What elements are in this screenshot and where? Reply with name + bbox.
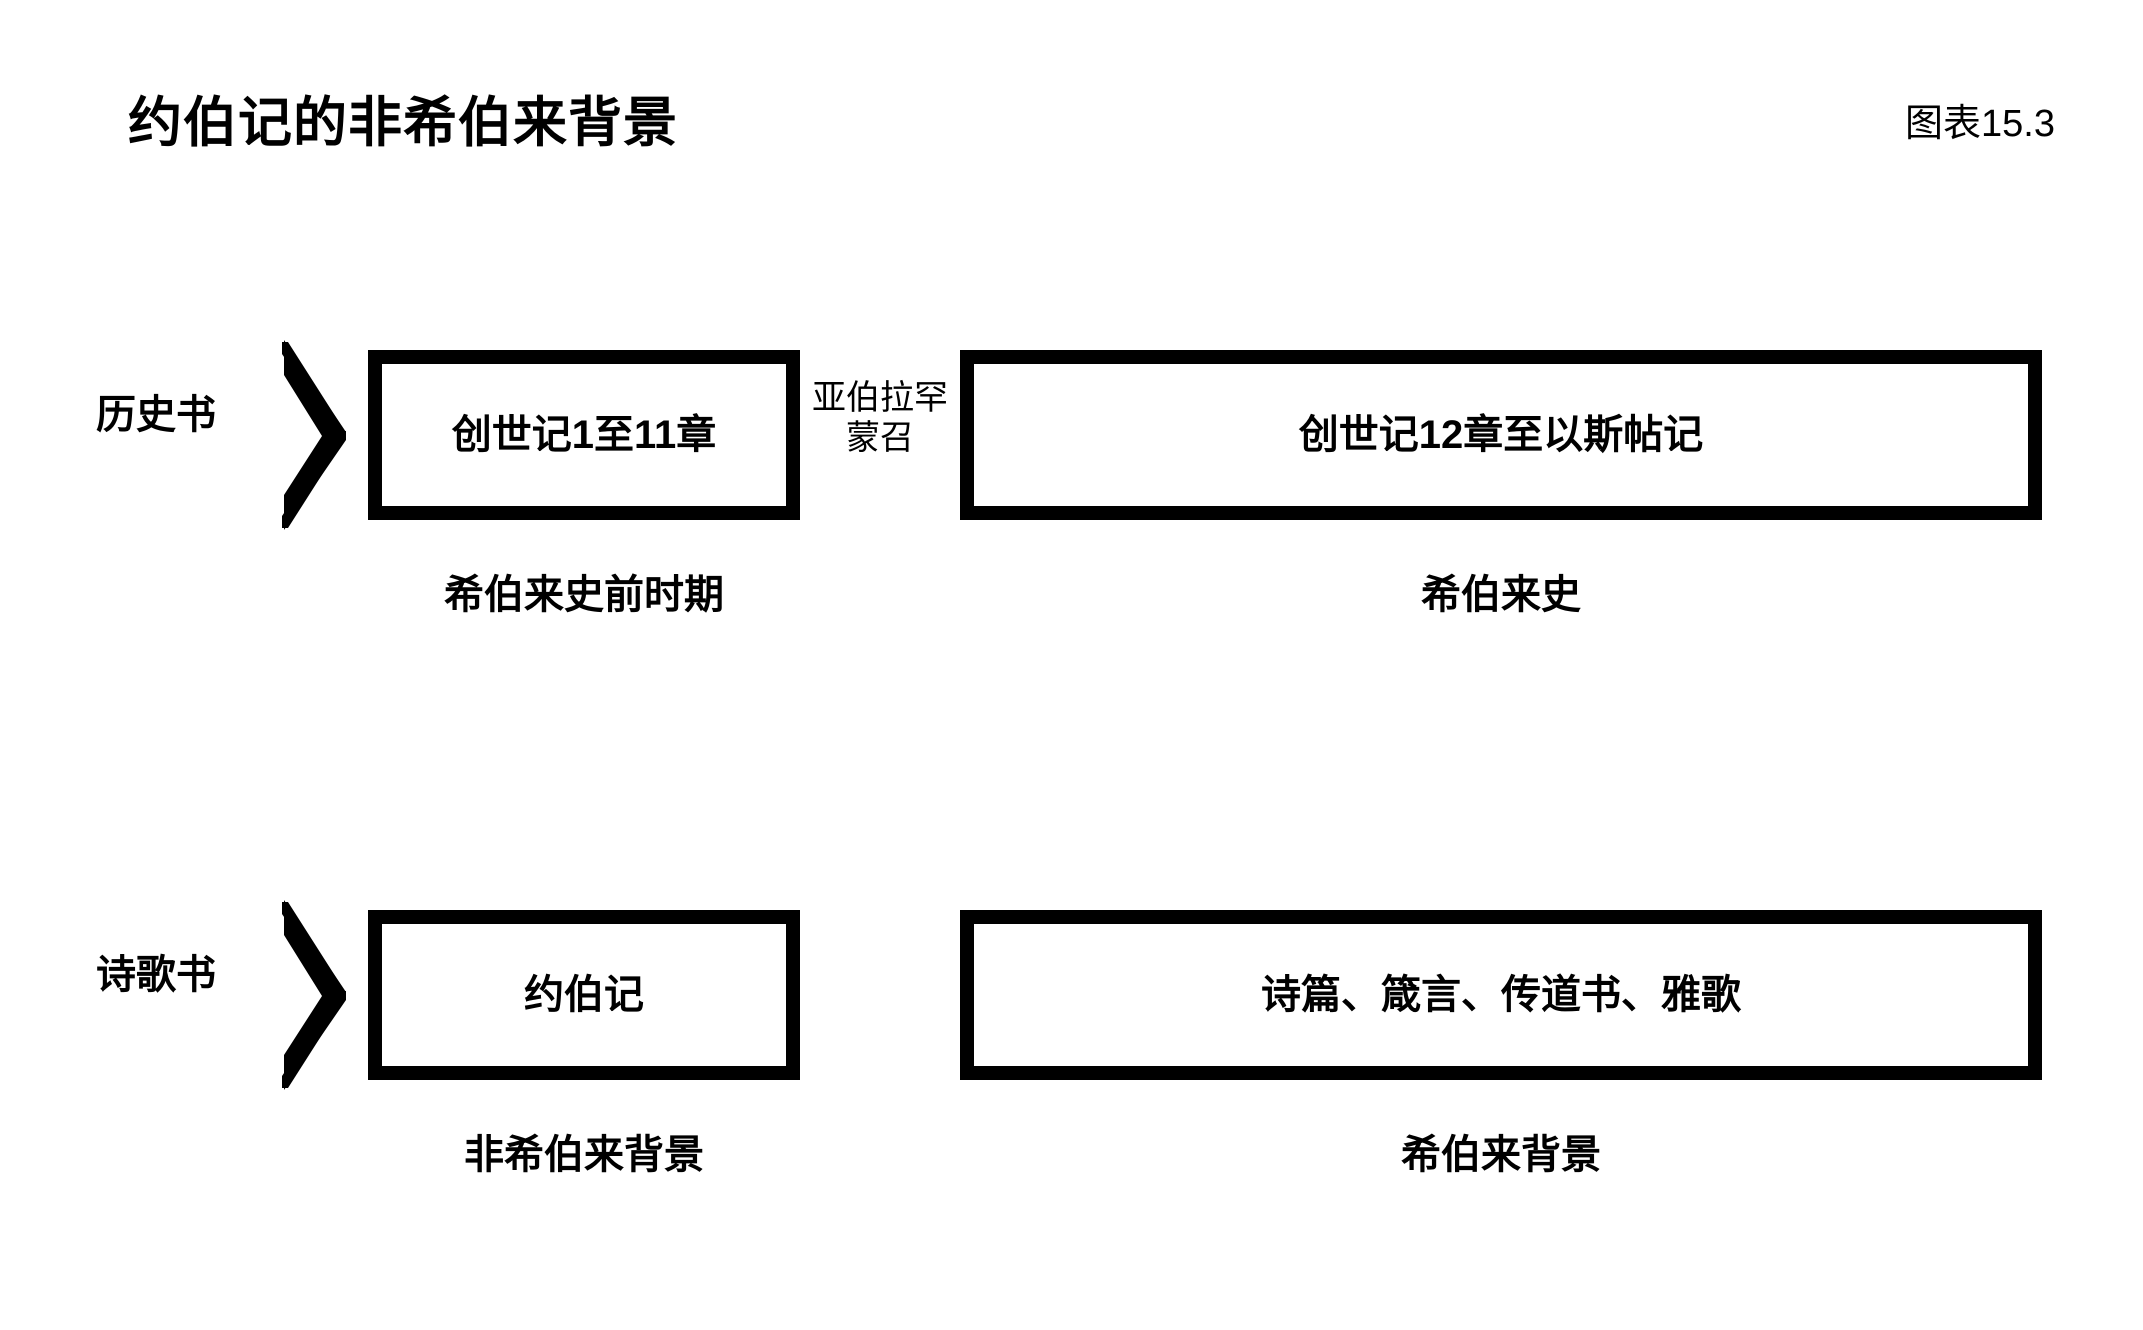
page-title: 约伯记的非希伯来背景	[128, 93, 678, 153]
caption-hebrew-prehistory: 希伯来史前时期	[444, 573, 724, 617]
connector-note-line-2: 蒙召	[846, 419, 914, 458]
row-label-poetic-books: 诗歌书	[96, 953, 216, 997]
caption-hebrew-history: 希伯来史	[1421, 573, 1581, 617]
chevron-right-icon	[278, 340, 348, 530]
box-genesis-1-11: 创世记1至11章	[368, 350, 800, 520]
box-genesis-12-esther-text: 创世记12章至以斯帖记	[1298, 413, 1704, 457]
caption-non-hebrew-background: 非希伯来背景	[464, 1133, 704, 1177]
box-other-poetic-books: 诗篇、箴言、传道书、雅歌	[960, 910, 2042, 1080]
box-genesis-1-11-text: 创世记1至11章	[451, 413, 717, 457]
connector-note-call-of-abraham: 亚伯拉罕 蒙召	[800, 378, 960, 459]
connector-note-line-1: 亚伯拉罕	[812, 379, 948, 417]
box-job: 约伯记	[368, 910, 800, 1080]
box-job-text: 约伯记	[524, 973, 644, 1017]
box-other-poetic-books-text: 诗篇、箴言、传道书、雅歌	[1261, 973, 1741, 1017]
box-genesis-12-esther: 创世记12章至以斯帖记	[960, 350, 2042, 520]
row-label-historical-books: 历史书	[96, 393, 216, 437]
figure-number-label: 图表15.3	[1905, 103, 2055, 145]
chevron-right-icon	[278, 900, 348, 1090]
caption-hebrew-background: 希伯来背景	[1401, 1133, 1601, 1177]
